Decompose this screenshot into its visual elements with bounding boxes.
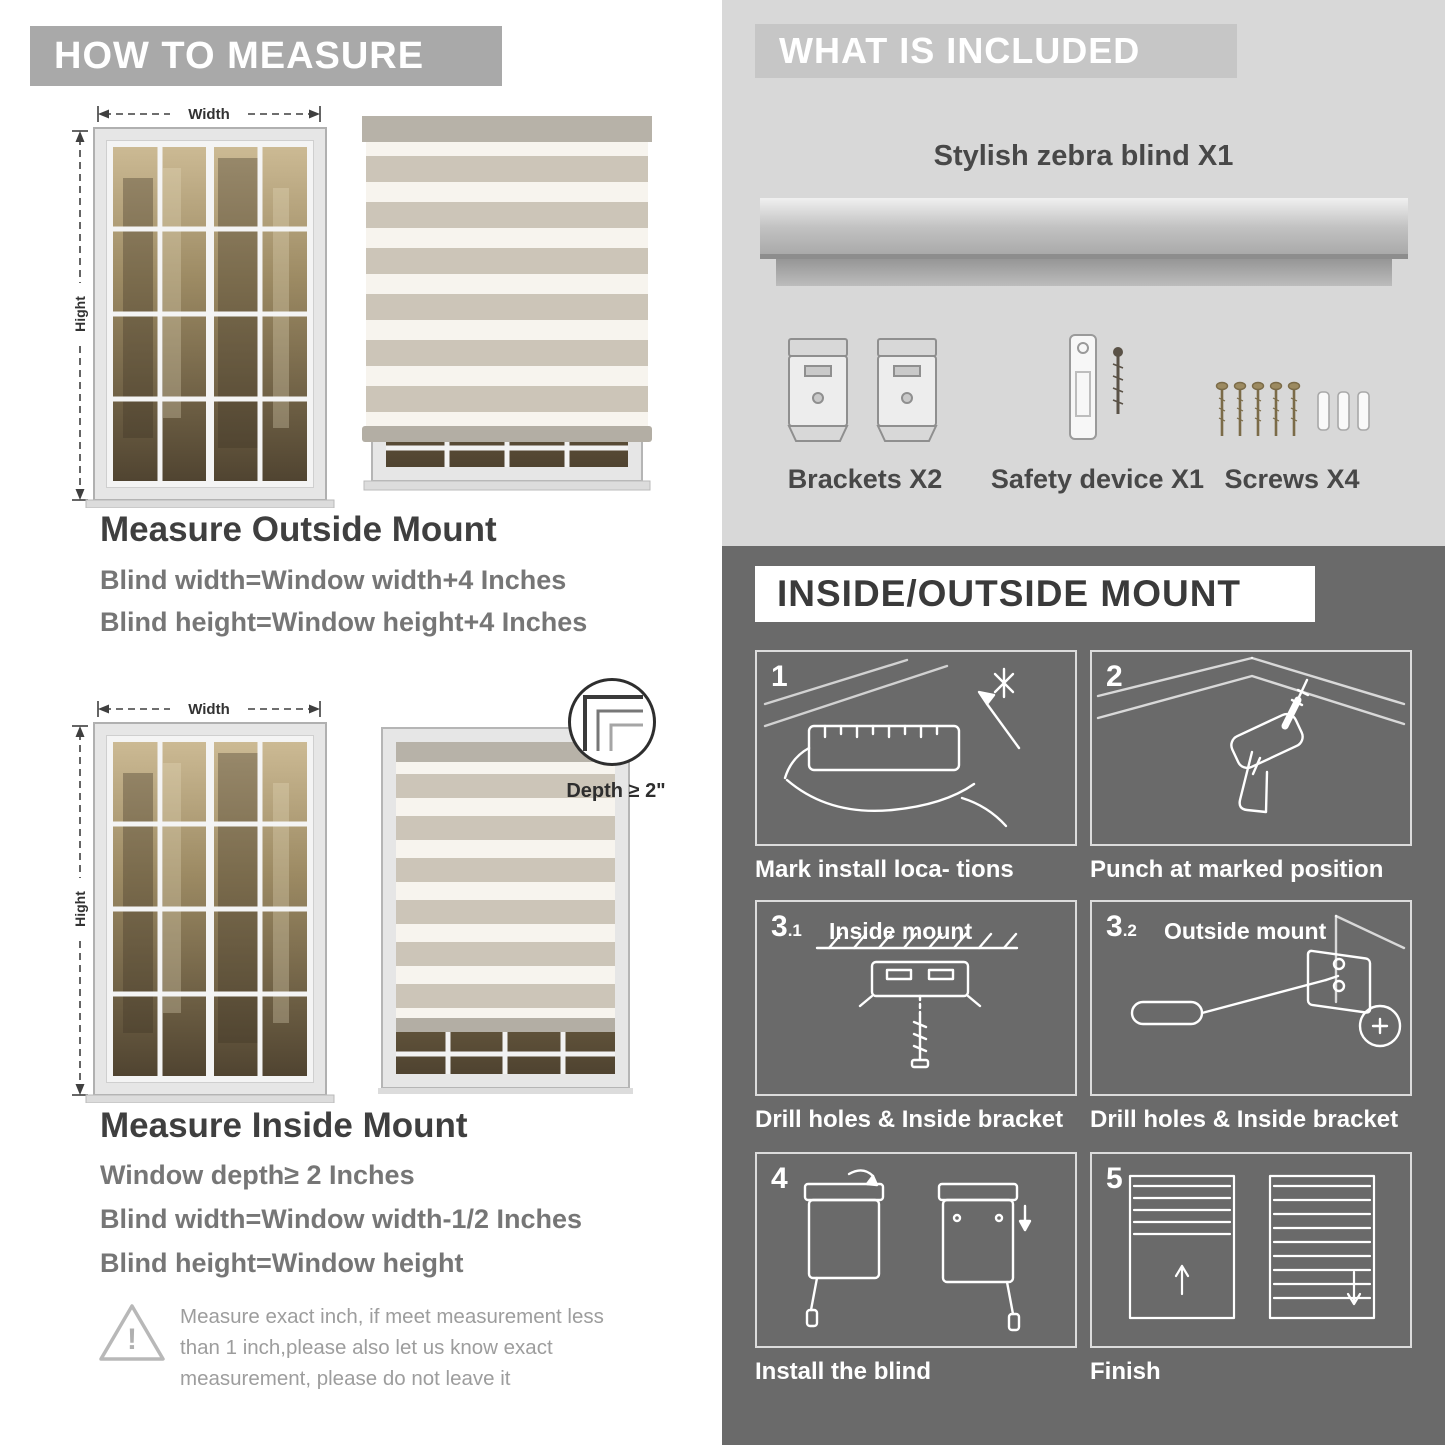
step-3-2-panel: 3.2 Outside mount: [1090, 900, 1412, 1096]
step-2-panel: 2: [1090, 650, 1412, 846]
width-label: Width: [188, 701, 230, 718]
outside-bracket-illustration: [1130, 914, 1406, 1048]
what-is-included-section: WHAT IS INCLUDED Stylish zebra blind X1: [722, 0, 1445, 546]
window-outside-illustration: Width Hight: [72, 106, 335, 508]
step-number: 1: [771, 660, 788, 693]
window-inside-illustration: Width Hight: [72, 701, 335, 1103]
step-caption: Install the blind: [755, 1358, 932, 1385]
step-1: 1 Mark install loca- tions: [755, 650, 1077, 884]
inside-outside-mount-section: INSIDE/OUTSIDE MOUNT 1 Ma: [722, 546, 1445, 1445]
step-4-panel: 4: [755, 1152, 1077, 1348]
step-number: 4: [771, 1162, 788, 1195]
inside-width-formula: Blind width=Window width-1/2 Inches: [100, 1204, 583, 1234]
step-caption: Finish: [1090, 1358, 1161, 1385]
inside-outside-mount-banner: INSIDE/OUTSIDE MOUNT: [755, 566, 1315, 622]
install-blind-illustration: [803, 1169, 1032, 1332]
step-number: 3.2: [1106, 910, 1137, 943]
how-to-measure-banner: HOW TO MEASURE: [30, 26, 502, 86]
step-4: 4 Install the blind: [755, 1152, 1077, 1386]
window-corner-depth-icon: [583, 695, 643, 751]
screws-label: Screws X4: [1224, 464, 1360, 494]
step-caption: Mark install loca- tions: [755, 856, 1014, 883]
screws-icon: [1215, 381, 1370, 436]
outside-width-formula: Blind width=Window width+4 Inches: [100, 565, 567, 595]
step-3-2: 3.2 Outside mount Drill holes & Inside b…: [1090, 900, 1412, 1134]
inside-outside-mount-title: INSIDE/OUTSIDE MOUNT: [777, 573, 1242, 614]
step-title: Inside mount: [829, 918, 973, 944]
step-caption: Drill holes & Inside bracket: [755, 1106, 1064, 1133]
outside-height-formula: Blind height=Window height+4 Inches: [100, 607, 588, 637]
what-is-included-banner: WHAT IS INCLUDED: [755, 24, 1237, 78]
mark-location-illustration: [763, 658, 1021, 828]
brackets-icon: [787, 338, 938, 442]
how-to-measure-section: HOW TO MEASURE Width Hight: [0, 0, 722, 1445]
step-number: 5: [1106, 1162, 1123, 1195]
step-1-panel: 1: [755, 650, 1077, 846]
step-title: Outside mount: [1164, 918, 1327, 944]
step-5-panel: 5: [1090, 1152, 1412, 1348]
step-3-1-panel: 3.1 Inside mount: [755, 900, 1077, 1096]
width-label: Width: [188, 106, 230, 123]
step-caption: Punch at marked position: [1090, 856, 1384, 883]
height-label: Hight: [72, 891, 88, 927]
height-label: Hight: [72, 296, 88, 332]
safety-device-label: Safety device X1: [990, 464, 1205, 494]
inside-bracket-illustration: [815, 932, 1019, 1069]
safety-device-icon: [1069, 334, 1124, 440]
inside-height-formula: Blind height=Window height: [100, 1248, 464, 1278]
what-is-included-title: WHAT IS INCLUDED: [779, 30, 1141, 71]
step-number: 2: [1106, 660, 1123, 693]
warning-mark: !: [127, 1323, 137, 1356]
depth-callout-circle: [568, 678, 656, 766]
depth-callout-label: Depth ≥ 2": [566, 780, 666, 802]
headrail-illustration: [760, 198, 1408, 286]
warning-text: Measure exact inch, if meet measurement …: [180, 1302, 604, 1394]
step-5: 5 Finish: [1090, 1152, 1412, 1386]
warning-line: Measure exact inch, if meet measurement …: [180, 1305, 604, 1328]
finish-illustration: [1128, 1174, 1376, 1320]
step-3-1: 3.1 Inside mount Drill holes & Inside br…: [755, 900, 1077, 1134]
outside-mount-title: Measure Outside Mount: [100, 510, 497, 549]
product-name: Stylish zebra blind X1: [933, 140, 1234, 172]
step-number: 3.1: [771, 910, 802, 943]
drill-illustration: [1096, 656, 1406, 814]
warning-line: measurement, please do not leave it: [180, 1366, 511, 1390]
zebra-blind-inside-illustration: [378, 727, 633, 1094]
step-2: 2 Punch at marked position: [1090, 650, 1412, 884]
warning-line: than 1 inch,please also let us know exac…: [180, 1335, 553, 1359]
zebra-blind-outside-illustration: [362, 116, 652, 491]
how-to-measure-title: HOW TO MEASURE: [54, 34, 425, 77]
step-caption: Drill holes & Inside bracket: [1090, 1106, 1399, 1133]
brackets-label: Brackets X2: [787, 464, 943, 494]
inside-mount-title: Measure Inside Mount: [100, 1106, 468, 1145]
inside-depth-formula: Window depth≥ 2 Inches: [100, 1160, 415, 1190]
warning-triangle-icon: !: [99, 1304, 165, 1361]
